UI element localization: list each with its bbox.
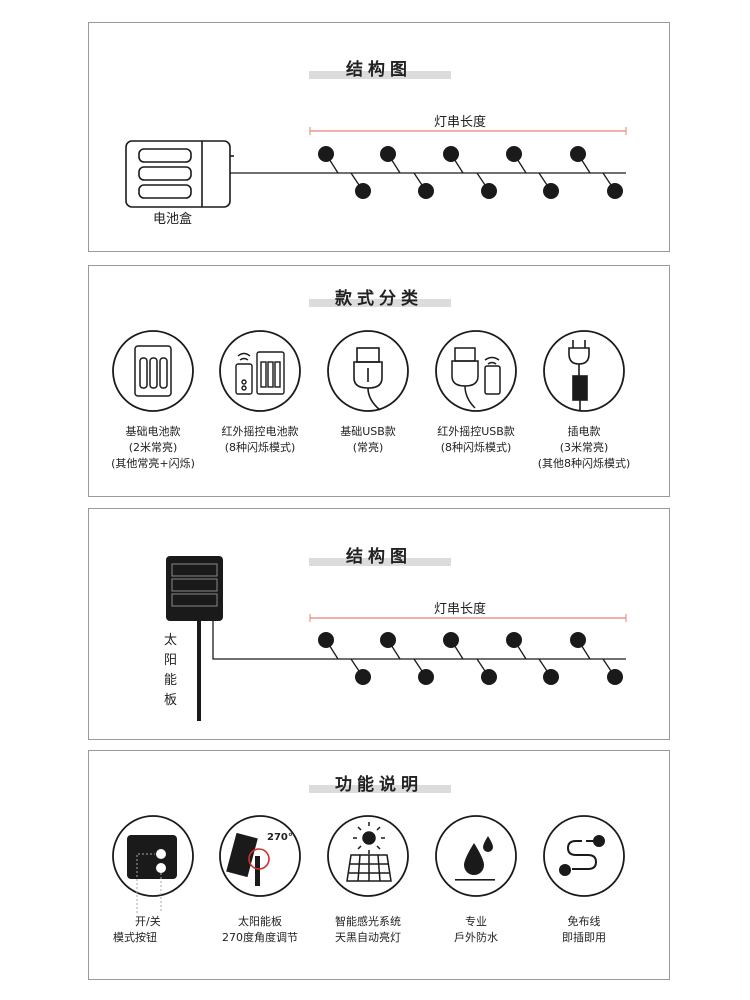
style-name: 基础USB款	[340, 425, 396, 438]
light-bulb	[443, 146, 459, 162]
light-bulb	[481, 669, 497, 685]
style-name: 插电款	[567, 425, 601, 438]
solar-label: 太阳能板	[164, 631, 177, 711]
style-name: 红外摇控USB款	[437, 425, 515, 438]
length-label: 灯串长度	[434, 115, 487, 130]
solar-label-char: 太	[164, 633, 178, 648]
length-label: 灯串长度	[434, 602, 487, 617]
structure-panel-battery: 结构图 灯串长度 电池盒	[88, 22, 670, 252]
style-name: 红外摇控电池款	[221, 425, 299, 438]
light-bulb	[570, 146, 586, 162]
battery-box-icon	[134, 345, 172, 397]
light-bulb	[318, 146, 334, 162]
battery-label: 电池盒	[153, 212, 193, 227]
light-bulb	[355, 183, 371, 199]
style-label-remote-usb: 红外摇控USB款 (8种闪烁模式)	[416, 424, 536, 456]
function-desc: 270度角度调节	[222, 931, 298, 944]
section-title: 结构图	[346, 547, 412, 567]
rotate-panel-icon	[226, 832, 270, 886]
function-name: 免布线	[567, 915, 601, 928]
function-icons	[112, 815, 625, 913]
light-bulb	[543, 183, 559, 199]
style-note: (3米常亮)	[559, 441, 609, 454]
styles-panel: 款式分类 基础电池款 (2米常亮) (其他常亮+闪烁) 红外摇控电池款 (8种闪烁模式…	[88, 265, 670, 497]
light-bulb	[355, 669, 371, 685]
usb-icon	[353, 347, 383, 411]
style-name: 基础电池款	[125, 425, 181, 438]
battery-box-icon	[125, 140, 234, 208]
style-label-basic-usb: 基础USB款 (常亮)	[308, 424, 428, 456]
light-bulb	[607, 183, 623, 199]
light-bulb	[481, 183, 497, 199]
solar-string-diagram	[166, 556, 627, 721]
light-bulb	[380, 146, 396, 162]
style-note: (8种闪烁模式)	[224, 441, 296, 454]
wireless-icon	[559, 835, 605, 876]
style-note: (2米常亮)	[128, 441, 178, 454]
section-title: 款式分类	[335, 289, 423, 309]
function-name: 智能感光系统	[335, 915, 401, 928]
light-string	[212, 609, 626, 685]
function-label-wireless: 免布线即插即用	[524, 914, 644, 946]
switch-button-icon	[127, 835, 177, 913]
light-bulb	[318, 632, 334, 648]
solar-label-char: 阳	[164, 653, 178, 668]
function-label-switch-2: 模式按钮	[113, 931, 157, 944]
function-label-switch: 开/关	[135, 915, 161, 928]
angle-label: 270°	[267, 832, 293, 843]
function-name: 专业	[465, 915, 487, 928]
light-bulb	[380, 632, 396, 648]
light-bulb	[570, 632, 586, 648]
light-bulb	[506, 632, 522, 648]
light-bulb	[607, 669, 623, 685]
solar-panel-icon	[166, 556, 223, 721]
light-bulb	[443, 632, 459, 648]
light-bulb	[418, 669, 434, 685]
style-note: (常亮)	[352, 441, 384, 454]
remote-battery-icon	[235, 351, 285, 395]
function-desc: 戶外防水	[454, 931, 498, 944]
function-desc: 天黑自动亮灯	[335, 931, 401, 944]
function-desc: 即插即用	[562, 931, 606, 944]
style-label-plug: 插电款 (3米常亮) (其他8种闪烁模式)	[524, 424, 644, 472]
function-label-rotate: 太阳能板 270度角度调节	[200, 914, 320, 946]
style-note: (其他常亮+闪烁)	[111, 457, 195, 470]
style-note: (8种闪烁模式)	[440, 441, 512, 454]
structure-panel-solar: 结构图 灯串长度 太阳能板	[88, 508, 670, 740]
light-string	[230, 146, 626, 199]
function-label-sensor: 智能感光系统天黑自动亮灯	[308, 914, 428, 946]
function-label-waterproof: 专业戶外防水	[416, 914, 536, 946]
style-icons	[112, 330, 625, 412]
style-label-basic-battery: 基础电池款 (2米常亮) (其他常亮+闪烁)	[93, 424, 213, 472]
plug-icon	[568, 340, 590, 410]
solar-label-char: 板	[164, 693, 178, 708]
section-title: 功能说明	[335, 775, 423, 795]
light-bulb	[418, 183, 434, 199]
remote-usb-icon	[451, 347, 501, 409]
battery-string-diagram	[125, 127, 627, 208]
waterproof-icon	[455, 836, 495, 881]
style-label-remote-battery: 红外摇控电池款 (8种闪烁模式)	[200, 424, 320, 456]
solar-label-char: 能	[164, 673, 178, 688]
sun-panel-icon	[346, 822, 392, 882]
section-title: 结构图	[346, 60, 412, 80]
function-name: 太阳能板	[238, 915, 282, 928]
functions-panel: 功能说明 270° 开/关 模式按钮 太阳能板 270度角度调节 智能感光系统天黑…	[88, 750, 670, 980]
light-bulb	[543, 669, 559, 685]
style-note: (其他8种闪烁模式)	[537, 457, 631, 470]
light-bulb	[506, 146, 522, 162]
